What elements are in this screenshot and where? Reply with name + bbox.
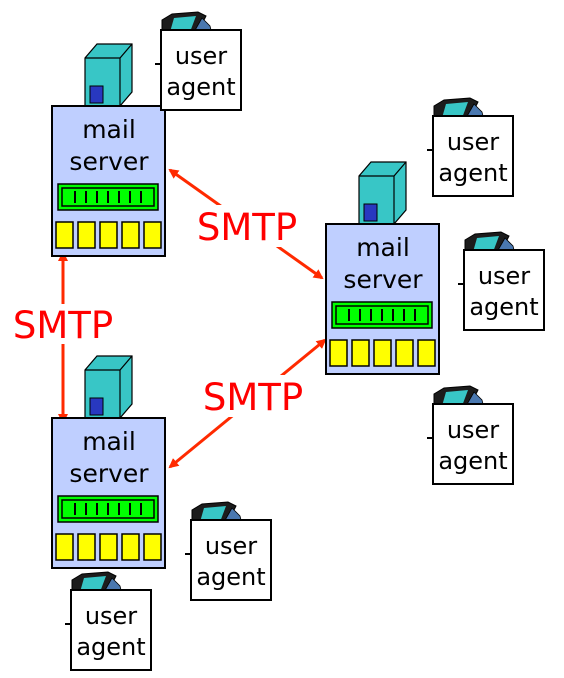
user-agent-4: user agent: [427, 385, 514, 485]
user-agent-box: [70, 589, 152, 671]
mail-server-bottom-left: mail server: [51, 355, 166, 569]
user-agent-2: user agent: [427, 97, 514, 197]
user-agent-box: [463, 249, 545, 331]
user-agent-label-line2: agent: [76, 633, 145, 661]
smtp-label-3-group: SMTP: [194, 375, 312, 419]
computer-monitor-icon: [464, 231, 516, 255]
server-tower-icon: [84, 355, 133, 419]
user-agent-label-line2: agent: [196, 563, 265, 591]
server-tower-icon: [84, 43, 133, 107]
user-agent-label-line2: agent: [166, 73, 235, 101]
user-agent-label-line1: user: [447, 416, 499, 444]
user-mailboxes: [55, 221, 162, 249]
mail-server-right: mail server: [325, 161, 440, 375]
user-agent-label-line1: user: [447, 128, 499, 156]
server-tower-icon: [358, 161, 407, 225]
user-agent-5: user agent: [185, 501, 272, 601]
smtp-label-top: SMTP: [197, 206, 297, 249]
user-agent-label-line1: user: [85, 602, 137, 630]
user-agent-box: [432, 115, 514, 197]
user-agent-box: [190, 519, 272, 601]
user-agent-label-line2: agent: [438, 447, 507, 475]
user-agent-label-line1: user: [478, 262, 530, 290]
smtp-label-bottom: SMTP: [203, 376, 303, 419]
smtp-label-left: SMTP: [13, 304, 113, 347]
mail-server-top-left: mail server: [51, 43, 166, 257]
server-label-line1: mail: [356, 233, 410, 262]
smtp-label-1-group: SMTP: [188, 205, 306, 249]
server-label-line2: server: [343, 265, 423, 294]
user-agent-6: user agent: [65, 571, 152, 671]
user-agent-label-line1: user: [205, 532, 257, 560]
server-label-line1: mail: [82, 115, 136, 144]
outgoing-message-queue: [57, 183, 159, 211]
user-mailboxes: [55, 533, 162, 561]
user-mailboxes: [329, 339, 436, 367]
outgoing-message-queue: [331, 301, 433, 329]
user-agent-label-line2: agent: [469, 293, 538, 321]
server-label-line2: server: [69, 459, 149, 488]
smtp-label-2-group: SMTP: [4, 304, 122, 347]
user-agent-label-line1: user: [175, 42, 227, 70]
user-agent-3: user agent: [458, 231, 545, 331]
server-label-line1: mail: [82, 427, 136, 456]
outgoing-message-queue: [57, 495, 159, 523]
user-agent-label-line2: agent: [438, 159, 507, 187]
server-label-line2: server: [69, 147, 149, 176]
user-agent-box: [432, 403, 514, 485]
user-agent-box: [160, 29, 242, 111]
user-agent-1: user agent: [155, 11, 242, 111]
